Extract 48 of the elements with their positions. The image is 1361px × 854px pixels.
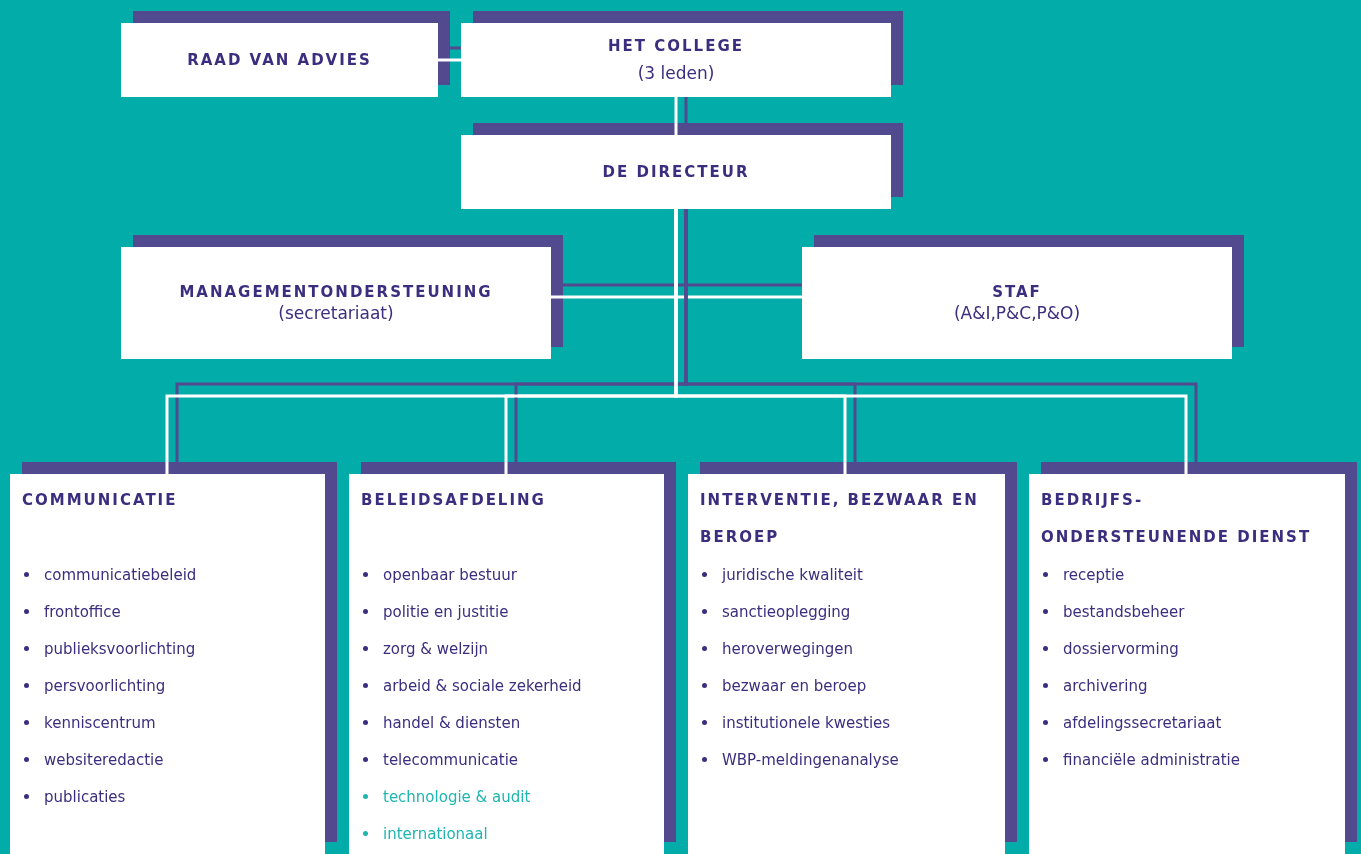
connector-line <box>674 97 678 135</box>
list-item: afdelingssecretariaat <box>1063 713 1222 732</box>
list-item: bezwaar en beroep <box>722 676 867 695</box>
list-item: persvoorlichting <box>44 676 166 695</box>
box-heading: MANAGEMENTONDERSTEUNING <box>179 283 493 301</box>
list-item: heroverwegingen <box>722 639 853 658</box>
box-heading: RAAD VAN ADVIES <box>187 51 372 69</box>
list-item: publicaties <box>44 787 126 806</box>
department-box <box>10 474 325 854</box>
list-item: juridische kwaliteit <box>722 565 863 584</box>
list-item: dossiervorming <box>1063 639 1179 658</box>
list-item: handel & diensten <box>383 713 521 732</box>
box-heading: HET COLLEGE <box>608 37 744 55</box>
box-subtitle: (A&I,P&C,P&O) <box>953 303 1081 323</box>
list-item: bestandsbeheer <box>1063 602 1185 621</box>
box-subtitle: (secretariaat) <box>278 303 394 323</box>
list-item: arbeid & sociale zekerheid <box>383 676 582 695</box>
list-item: financiële administratie <box>1063 750 1240 769</box>
list-item: zorg & welzijn <box>383 639 489 658</box>
box-subtitle: (3 leden) <box>637 63 715 83</box>
org-box <box>802 247 1232 359</box>
org-box <box>121 23 438 97</box>
box-heading: STAF <box>992 283 1042 301</box>
list-item: openbaar bestuur <box>383 565 517 584</box>
connector-line <box>438 58 461 62</box>
list-item: websiteredactie <box>44 750 164 769</box>
list-item: publieksvoorlichting <box>44 639 196 658</box>
org-box <box>461 23 891 97</box>
list-item: WBP-meldingenanalyse <box>722 750 899 769</box>
box-heading: COMMUNICATIE <box>22 490 179 511</box>
list-item: sanctieoplegging <box>722 602 851 621</box>
box-heading: DE DIRECTEUR <box>602 163 750 181</box>
list-item: politie en justitie <box>383 602 509 621</box>
department-box <box>349 474 664 854</box>
org-box <box>121 247 551 359</box>
list-item: internationaal <box>383 824 488 843</box>
box-heading: BELEIDSAFDELING <box>361 490 547 511</box>
list-item: institutionele kwesties <box>722 713 891 732</box>
list-item: receptie <box>1063 565 1125 584</box>
list-item: communicatiebeleid <box>44 565 197 584</box>
department-box <box>1029 474 1345 854</box>
org-box <box>461 135 891 209</box>
department-box <box>688 474 1005 854</box>
list-item: frontoffice <box>44 602 121 621</box>
list-item: kenniscentrum <box>44 713 156 732</box>
list-item: telecommunicatie <box>383 750 519 769</box>
list-item: technologie & audit <box>383 787 531 806</box>
list-item: archivering <box>1063 676 1148 695</box>
